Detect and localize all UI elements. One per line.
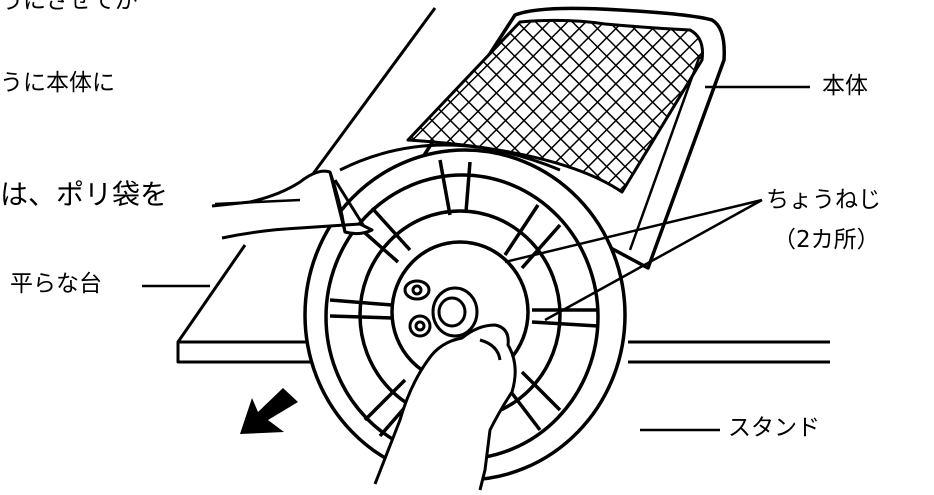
- leader-screw-1: [504, 198, 763, 264]
- label-table: 平らな台: [10, 271, 102, 297]
- hand-lower: [373, 323, 517, 491]
- leader-lines: [142, 85, 810, 432]
- leader-screw-2: [544, 198, 763, 322]
- center-hub: [431, 286, 479, 338]
- label-stand: スタンド: [728, 415, 820, 441]
- wing-screw-lower: [408, 314, 432, 338]
- label-screw-count: （2カ所）: [773, 227, 880, 253]
- text-fragment-line2: うに本体に: [0, 70, 115, 96]
- label-body: 本体: [822, 73, 868, 99]
- text-fragment-line3: は、ポリ袋を: [0, 178, 169, 211]
- wing-screw-upper: [403, 279, 431, 301]
- label-screw: ちょうねじ: [766, 187, 881, 213]
- leader-bag: [214, 198, 301, 206]
- direction-arrow: [240, 388, 298, 434]
- flat-table: [176, 7, 830, 364]
- hand-upper: [211, 169, 374, 240]
- text-fragment-top: うにさせてか: [0, 0, 138, 14]
